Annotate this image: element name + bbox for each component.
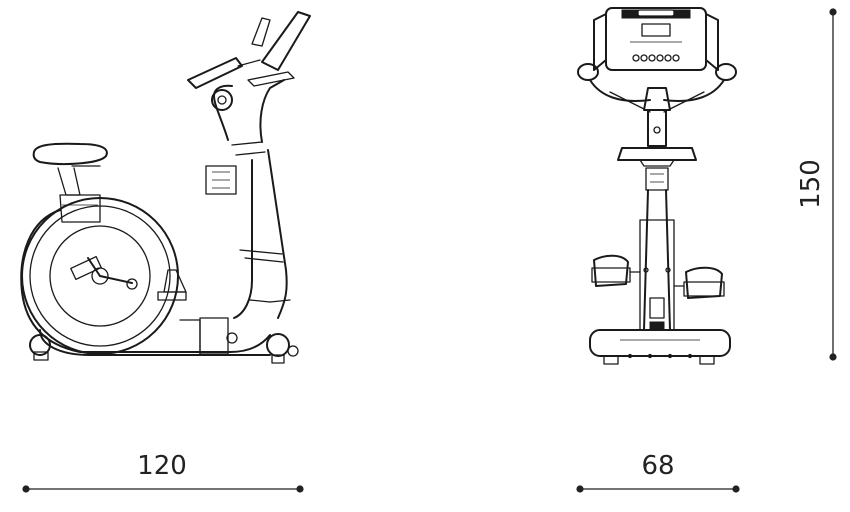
width-start-dot: [576, 485, 584, 493]
height-label: 150: [796, 159, 826, 209]
side-view-bike: [20, 11, 311, 364]
height-top-dot: [829, 8, 837, 16]
height-bottom-dot: [829, 353, 837, 361]
width-end-dot: [732, 485, 740, 493]
front-view-bike: [577, 7, 737, 365]
width-label: 68: [641, 451, 674, 481]
width-dimension: 68: [576, 451, 740, 493]
length-label: 120: [137, 451, 187, 481]
length-start-dot: [22, 485, 30, 493]
height-dimension: 150: [796, 8, 837, 361]
length-end-dot: [296, 485, 304, 493]
length-dimension: 120: [22, 451, 304, 493]
